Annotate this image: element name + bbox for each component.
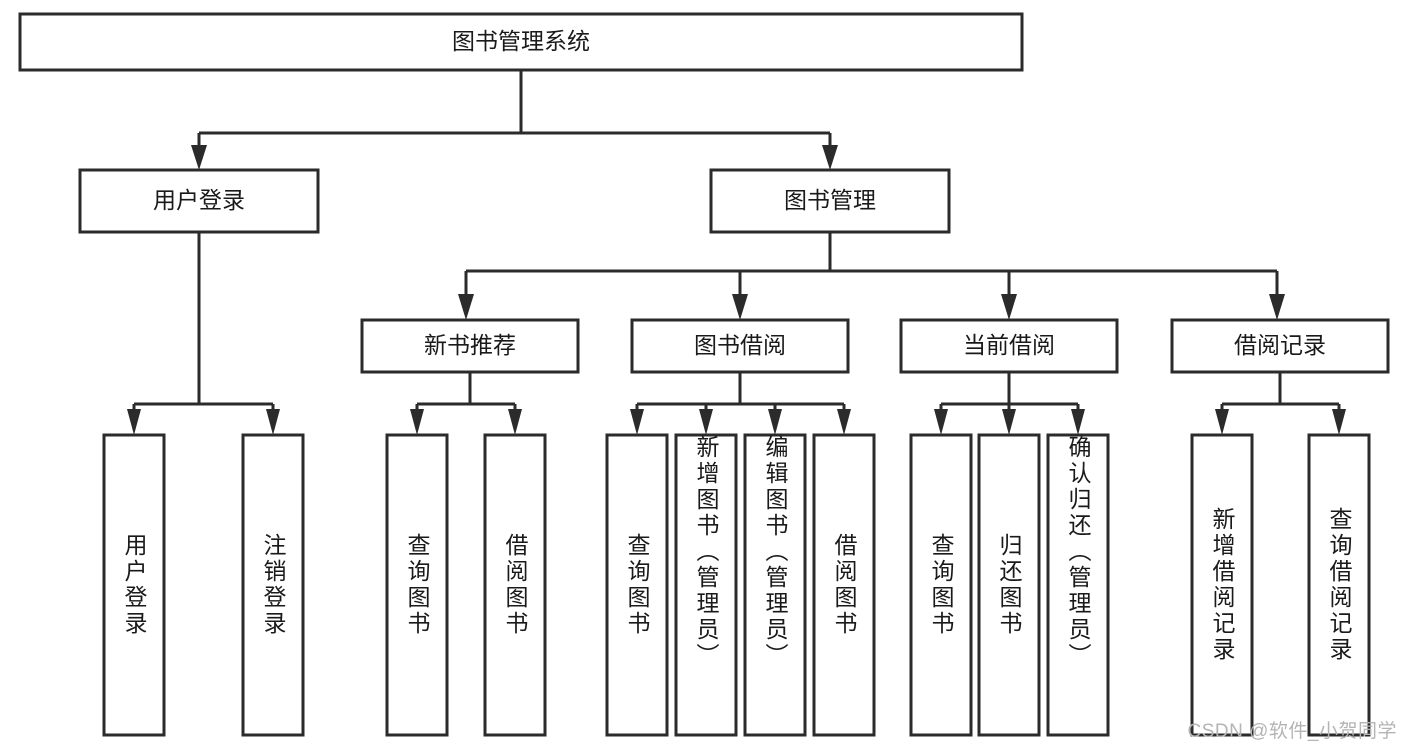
node-leaf-borrow-book-2-box[interactable] <box>812 433 876 737</box>
arrow-head-leaf-borrow-book-2 <box>837 409 851 435</box>
node-current-borrow-label: 当前借阅 <box>963 332 1055 358</box>
node-leaf-edit-book-admin-box[interactable] <box>743 433 807 737</box>
node-leaf-add-book-admin-box[interactable] <box>674 433 738 737</box>
arrow-head-leaf-borrow-book-1 <box>508 409 522 435</box>
node-book-borrow-label: 图书借阅 <box>694 332 786 358</box>
node-borrow-record-label: 借阅记录 <box>1234 332 1326 358</box>
node-new-book-recommend[interactable]: 新书推荐 <box>360 318 580 374</box>
arrow-head-leaf-user-login <box>127 409 141 435</box>
arrow-head-leaf-logout-login <box>266 409 280 435</box>
node-borrow-record-box[interactable] <box>1170 318 1390 374</box>
csdn-watermark: CSDN @软件_小贺同学 <box>1187 721 1397 742</box>
node-current-borrow[interactable]: 当前借阅 <box>899 318 1119 374</box>
node-leaf-query-borrow-record-box[interactable] <box>1307 433 1371 737</box>
node-root[interactable]: 图书管理系统 <box>18 12 1024 72</box>
node-book-management-box[interactable] <box>709 168 951 234</box>
node-user-login[interactable]: 用户登录 <box>78 168 320 234</box>
node-leaf-add-borrow-record-box[interactable] <box>1190 433 1254 737</box>
node-leaf-borrow-book-1-box[interactable] <box>483 433 547 737</box>
node-leaf-logout-login-box[interactable] <box>241 433 305 737</box>
arrow-head-new-book-recommend <box>458 294 474 320</box>
node-leaf-user-login-box[interactable] <box>102 433 166 737</box>
arrow-head-leaf-add-book-admin <box>699 409 713 435</box>
arrow-head-book-management <box>822 145 838 170</box>
arrow-head-user-login <box>191 145 207 170</box>
node-new-book-recommend-box[interactable] <box>360 318 580 374</box>
node-leaf-confirm-return-admin-box[interactable] <box>1046 433 1110 737</box>
arrow-head-book-borrow <box>732 294 748 320</box>
node-new-book-recommend-label: 新书推荐 <box>424 332 516 358</box>
node-user-login-box[interactable] <box>78 168 320 234</box>
node-leaf-return-book-box[interactable] <box>977 433 1041 737</box>
node-book-borrow[interactable]: 图书借阅 <box>630 318 850 374</box>
arrow-head-leaf-edit-book-admin <box>768 409 782 435</box>
node-book-management-label: 图书管理 <box>784 187 876 213</box>
node-current-borrow-box[interactable] <box>899 318 1119 374</box>
arrow-head-leaf-query-book-1 <box>410 409 424 435</box>
node-root-label: 图书管理系统 <box>452 28 590 54</box>
node-leaf-query-book-2-box[interactable] <box>605 433 669 737</box>
node-book-management[interactable]: 图书管理 <box>709 168 951 234</box>
arrow-head-leaf-add-borrow-record <box>1215 409 1229 435</box>
node-leaf-query-book-1-box[interactable] <box>385 433 449 737</box>
connector-layer <box>127 70 1346 435</box>
arrow-head-borrow-record <box>1269 294 1285 320</box>
arrow-head-leaf-confirm-return-admin <box>1071 409 1085 435</box>
arrow-head-leaf-query-borrow-record <box>1332 409 1346 435</box>
node-user-login-label: 用户登录 <box>153 187 245 213</box>
arrow-head-leaf-return-book <box>1002 409 1016 435</box>
arrow-head-current-borrow <box>1001 294 1017 320</box>
arrow-head-leaf-query-book-3 <box>934 409 948 435</box>
node-leaf-query-book-3-box[interactable] <box>909 433 973 737</box>
arrow-head-leaf-query-book-2 <box>630 409 644 435</box>
node-root-box[interactable] <box>18 12 1024 72</box>
node-book-borrow-box[interactable] <box>630 318 850 374</box>
node-borrow-record[interactable]: 借阅记录 <box>1170 318 1390 374</box>
